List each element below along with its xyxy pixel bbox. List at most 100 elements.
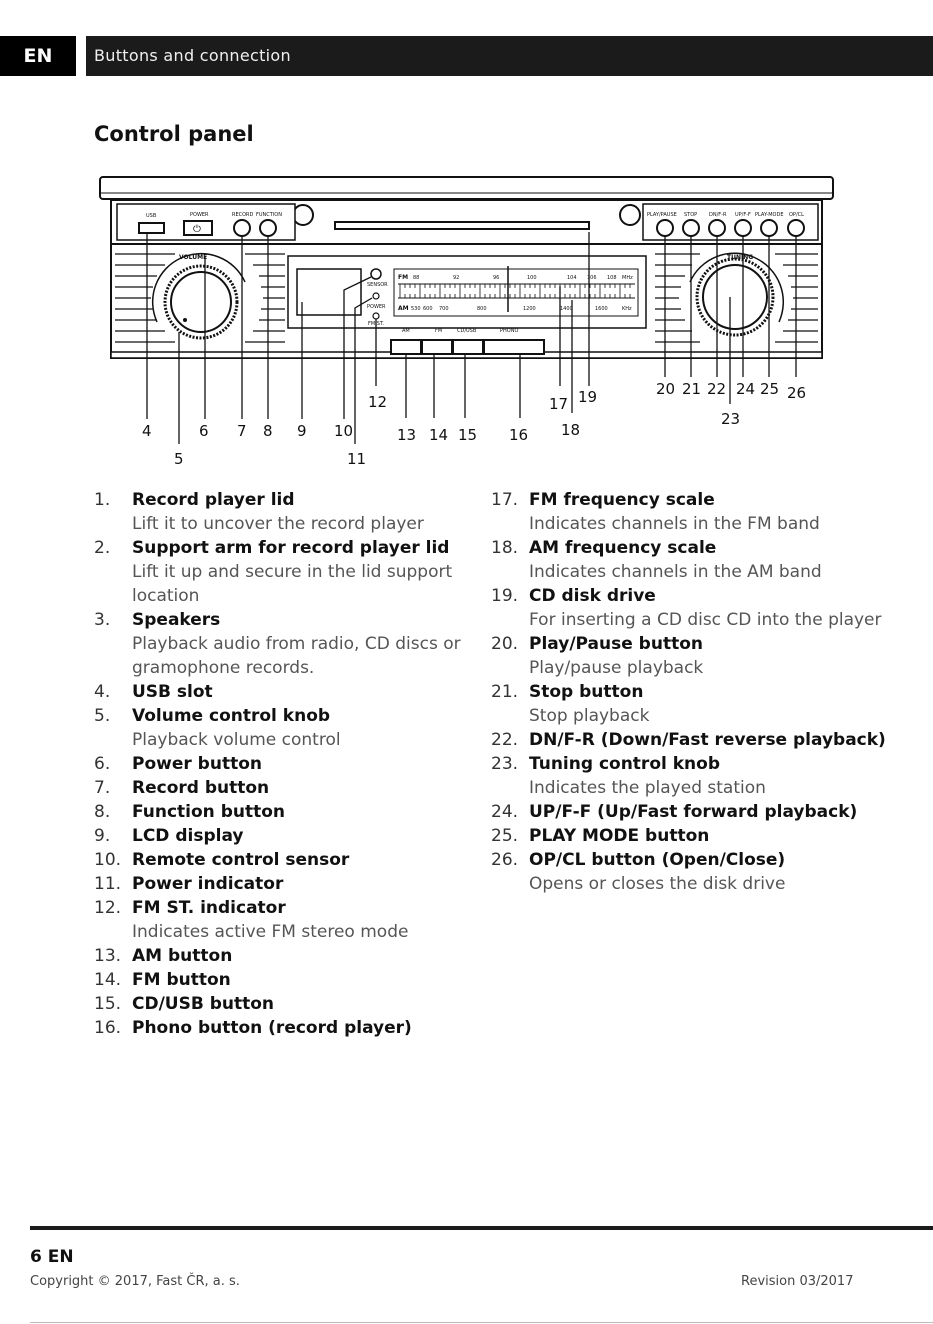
tuning-label: TUNING xyxy=(727,254,753,261)
section-title: Control panel xyxy=(94,122,254,146)
record-button[interactable] xyxy=(233,219,251,237)
revision-text: Revision 03/2017 xyxy=(741,1274,854,1289)
usb-slot[interactable] xyxy=(138,222,165,234)
list-item: 13. AM button xyxy=(94,944,464,968)
item-number: 13. xyxy=(94,946,122,966)
playmode-label: PLAY-MODE xyxy=(755,212,783,218)
list-item: 24.UP/F-F (Up/Fast forward playback) xyxy=(491,800,911,824)
fm-button[interactable] xyxy=(421,339,453,355)
header-title: Buttons and connection xyxy=(94,46,291,65)
dnfr-label: DN/F-R xyxy=(709,212,727,218)
callout-12: 12 xyxy=(368,393,387,411)
cdusb-button[interactable] xyxy=(452,339,484,355)
am-tick-6: 1600 xyxy=(595,306,608,312)
item-title: FM button xyxy=(132,970,231,990)
callout-23: 23 xyxy=(721,410,740,428)
item-title: Record player lid xyxy=(132,490,295,510)
item-title: AM button xyxy=(132,946,233,966)
playpause-label: PLAY/PAUSE xyxy=(647,212,677,218)
function-button[interactable] xyxy=(259,219,277,237)
dn-fr-button[interactable] xyxy=(708,219,726,237)
play-pause-button[interactable] xyxy=(656,219,674,237)
usb-label: USB xyxy=(146,213,157,219)
callout-16: 16 xyxy=(509,426,528,444)
item-title: USB slot xyxy=(132,682,213,702)
callout-19: 19 xyxy=(578,388,597,406)
page-header: EN Buttons and connection xyxy=(0,36,933,76)
callout-20: 20 xyxy=(656,380,675,398)
list-item: 8.Function button xyxy=(94,800,464,824)
callout-13: 13 xyxy=(397,426,416,444)
fm-tick-5: 106 xyxy=(587,275,597,281)
item-title: CD disk drive xyxy=(529,586,656,606)
item-title: Tuning control knob xyxy=(529,754,721,774)
item-number: 4. xyxy=(94,682,111,702)
frequency-scale: FM 88 92 96 100 104 106 108 MHz AM 530 6… xyxy=(393,266,639,317)
op-cl-button[interactable] xyxy=(787,219,805,237)
am-tick-4: 1200 xyxy=(523,306,536,312)
cd-disk-drive[interactable] xyxy=(334,221,590,230)
item-desc: Lift it up and secure in the lid support… xyxy=(132,562,453,606)
callout-8: 8 xyxy=(263,422,273,440)
copyright-text: Copyright © 2017, Fast ČR, a. s. xyxy=(30,1274,240,1289)
callout-18: 18 xyxy=(561,421,580,439)
fm-label: FM xyxy=(435,328,442,334)
play-mode-button[interactable] xyxy=(760,219,778,237)
opcl-label: OP/CL xyxy=(789,212,804,218)
item-number: 19. xyxy=(491,586,519,606)
list-item: 11. Power indicator xyxy=(94,872,464,896)
item-number: 18. xyxy=(491,538,519,558)
item-title: Stop button xyxy=(529,682,644,702)
list-item: 14. FM button xyxy=(94,968,464,992)
item-desc: Playback volume control xyxy=(132,730,341,750)
item-number: 22. xyxy=(491,730,519,750)
callout-9: 9 xyxy=(297,422,307,440)
item-number: 25. xyxy=(491,826,519,846)
fm-tick-0: 88 xyxy=(413,275,419,281)
item-title: LCD display xyxy=(132,826,244,846)
item-number: 3. xyxy=(94,610,111,630)
item-title: Volume control knob xyxy=(132,706,331,726)
item-desc: Stop playback xyxy=(529,706,650,726)
stop-label: STOP xyxy=(684,212,697,218)
fm-tick-2: 96 xyxy=(493,275,499,281)
power-button[interactable] xyxy=(183,220,213,236)
item-title: PLAY MODE button xyxy=(529,826,710,846)
list-item: 9.LCD display xyxy=(94,824,464,848)
phono-button[interactable] xyxy=(483,339,545,355)
am-tick-1: 600 xyxy=(423,306,433,312)
item-title: Power indicator xyxy=(132,874,284,894)
stop-button[interactable] xyxy=(682,219,700,237)
list-item: 16.Phono button (record player) xyxy=(94,1016,464,1040)
fm-tick-4: 104 xyxy=(567,275,577,281)
record-label: RECORD xyxy=(232,212,254,218)
cdusb-label: CD/USB xyxy=(457,328,477,334)
up-ff-button[interactable] xyxy=(734,219,752,237)
list-item: 15.CD/USB button xyxy=(94,992,464,1016)
lcd-display xyxy=(296,268,362,316)
source-buttons: AM FM CD/USB PHONO xyxy=(390,328,545,355)
fm-band-label: FM xyxy=(398,274,408,281)
item-number: 14. xyxy=(94,970,122,990)
list-item: 10.Remote control sensor xyxy=(94,848,464,872)
item-number: 17. xyxy=(491,490,519,510)
am-label: AM xyxy=(402,328,410,334)
list-item: 22.DN/F-R (Down/Fast reverse playback) xyxy=(491,728,911,752)
callout-26: 26 xyxy=(787,384,806,402)
item-title: OP/CL button (Open/Close) xyxy=(529,850,786,870)
sensor-label: SENSOR xyxy=(367,282,388,288)
item-number: 1. xyxy=(94,490,111,510)
item-title: FM frequency scale xyxy=(529,490,715,510)
callout-25: 25 xyxy=(760,380,779,398)
item-number: 11. xyxy=(94,874,122,894)
item-title: UP/F-F (Up/Fast forward playback) xyxy=(529,802,858,822)
am-button[interactable] xyxy=(390,339,422,355)
power-indicator xyxy=(372,292,380,300)
callout-17: 17 xyxy=(549,395,568,413)
footer-divider xyxy=(30,1226,933,1230)
